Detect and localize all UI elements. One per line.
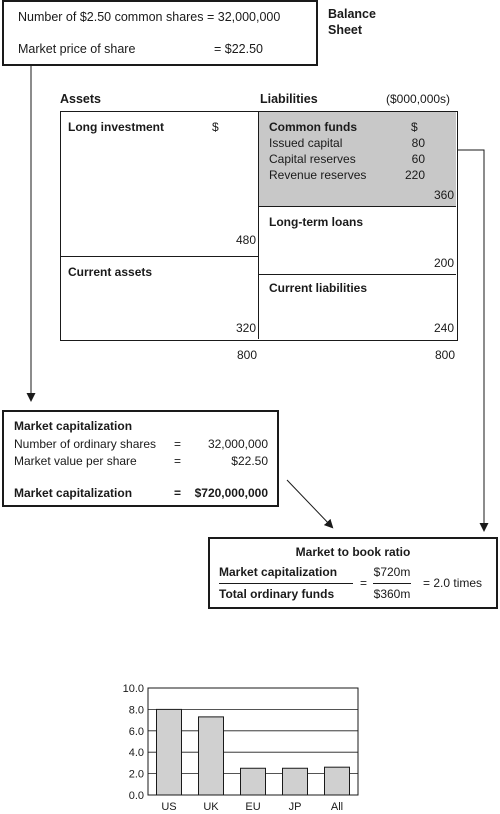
issued-capital-label: Issued capital — [269, 136, 343, 150]
y-tick-label: 0.0 — [129, 790, 144, 802]
ratio-title: Market to book ratio — [295, 545, 411, 559]
market-cap-title: Market capitalization — [14, 419, 133, 433]
ratio-fraction-line — [219, 583, 353, 584]
capital-reserves-label: Capital reserves — [269, 152, 356, 166]
share-value-eq: = — [174, 454, 182, 468]
arrow-marketcap-to-ratio — [286, 479, 334, 529]
shares-line: Number of $2.50 common shares = 32,000,0… — [18, 10, 281, 24]
balance-sheet-title: Balance Sheet — [328, 7, 376, 37]
current-liabilities-value: 240 — [433, 321, 454, 335]
assets-heading: Assets — [60, 92, 101, 106]
ratio-den-value: $360m — [373, 587, 411, 601]
current-liabilities-cell: Current liabilities 240 — [259, 275, 456, 339]
bar — [282, 767, 308, 796]
market-cap-total-eq: = — [174, 486, 182, 500]
y-tick-label: 6.0 — [129, 726, 144, 738]
x-tick-label: US — [161, 801, 176, 810]
market-cap-box: Market capitalization Number of ordinary… — [2, 410, 279, 507]
y-tick-label: 2.0 — [129, 769, 144, 781]
assets-total: 800 — [236, 348, 257, 362]
ratio-result: = 2.0 times — [423, 576, 483, 590]
y-tick-label: 4.0 — [129, 747, 144, 759]
capital-reserves-value: 60 — [411, 152, 425, 166]
ratio-denominator: Total ordinary funds — [219, 587, 335, 601]
common-funds-currency: $ — [411, 120, 418, 134]
market-cap-total-value: $720,000,000 — [194, 486, 268, 500]
common-funds-label: Common funds — [269, 120, 357, 134]
shares-count-label: Number of ordinary shares — [14, 437, 157, 451]
bar-chart: 0.0 2.0 4.0 6.0 8.0 10.0US UK EU JP All — [123, 683, 359, 810]
ratio-numerator: Market capitalization — [219, 565, 338, 579]
revenue-reserves-label: Revenue reserves — [269, 168, 367, 182]
units-label: ($000,000s) — [386, 92, 451, 106]
price-label: Market price of share — [18, 42, 136, 56]
current-assets-value: 320 — [235, 321, 256, 335]
long-term-loans-label: Long-term loans — [269, 215, 364, 229]
liabilities-heading: Liabilities — [260, 92, 318, 106]
share-info-box: Number of $2.50 common shares = 32,000,0… — [2, 0, 318, 66]
common-funds-total: 360 — [433, 188, 454, 202]
market-cap-total-label: Market capitalization — [14, 486, 133, 500]
ratio-eq: = — [360, 576, 368, 590]
x-tick-label: JP — [289, 801, 302, 810]
ratio-value-line — [373, 583, 411, 584]
liabilities-total: 800 — [434, 348, 455, 362]
market-to-book-box: Market to book ratio Market capitalizati… — [208, 537, 498, 609]
current-liabilities-label: Current liabilities — [269, 281, 368, 295]
long-investment-label: Long investment — [68, 120, 165, 134]
price-value: = $22.50 — [214, 42, 264, 56]
long-investment-value: 480 — [235, 233, 256, 247]
current-assets-label: Current assets — [68, 265, 153, 279]
current-assets-cell: Current assets 320 — [61, 257, 259, 339]
bar — [156, 708, 182, 796]
y-tick-label: 10.0 — [123, 683, 144, 695]
shares-count-value: 32,000,000 — [207, 437, 268, 451]
x-tick-label: UK — [203, 801, 219, 810]
issued-capital-value: 80 — [411, 136, 425, 150]
x-tick-label: All — [331, 801, 343, 810]
arrow-commonfunds-to-ratio — [458, 149, 489, 532]
ratio-num-value: $720m — [373, 565, 411, 579]
share-value-label: Market value per share — [14, 454, 137, 468]
y-tick-label: 8.0 — [129, 704, 144, 716]
long-term-loans-cell: Long-term loans 200 — [259, 207, 456, 275]
bar — [198, 716, 224, 796]
x-tick-label: EU — [245, 801, 260, 810]
bar — [324, 766, 350, 796]
long-investment-cell: Long investment $ 480 — [61, 112, 259, 257]
long-term-loans-value: 200 — [433, 256, 454, 270]
balance-sheet: Long investment $ 480 Current assets 320… — [60, 111, 458, 341]
common-funds-cell: Common funds $ Issued capital 80 Capital… — [259, 112, 456, 207]
share-value-value: $22.50 — [231, 454, 268, 468]
bar — [240, 767, 266, 796]
shares-count-eq: = — [174, 437, 182, 451]
revenue-reserves-value: 220 — [404, 168, 425, 182]
long-investment-currency: $ — [212, 120, 219, 134]
